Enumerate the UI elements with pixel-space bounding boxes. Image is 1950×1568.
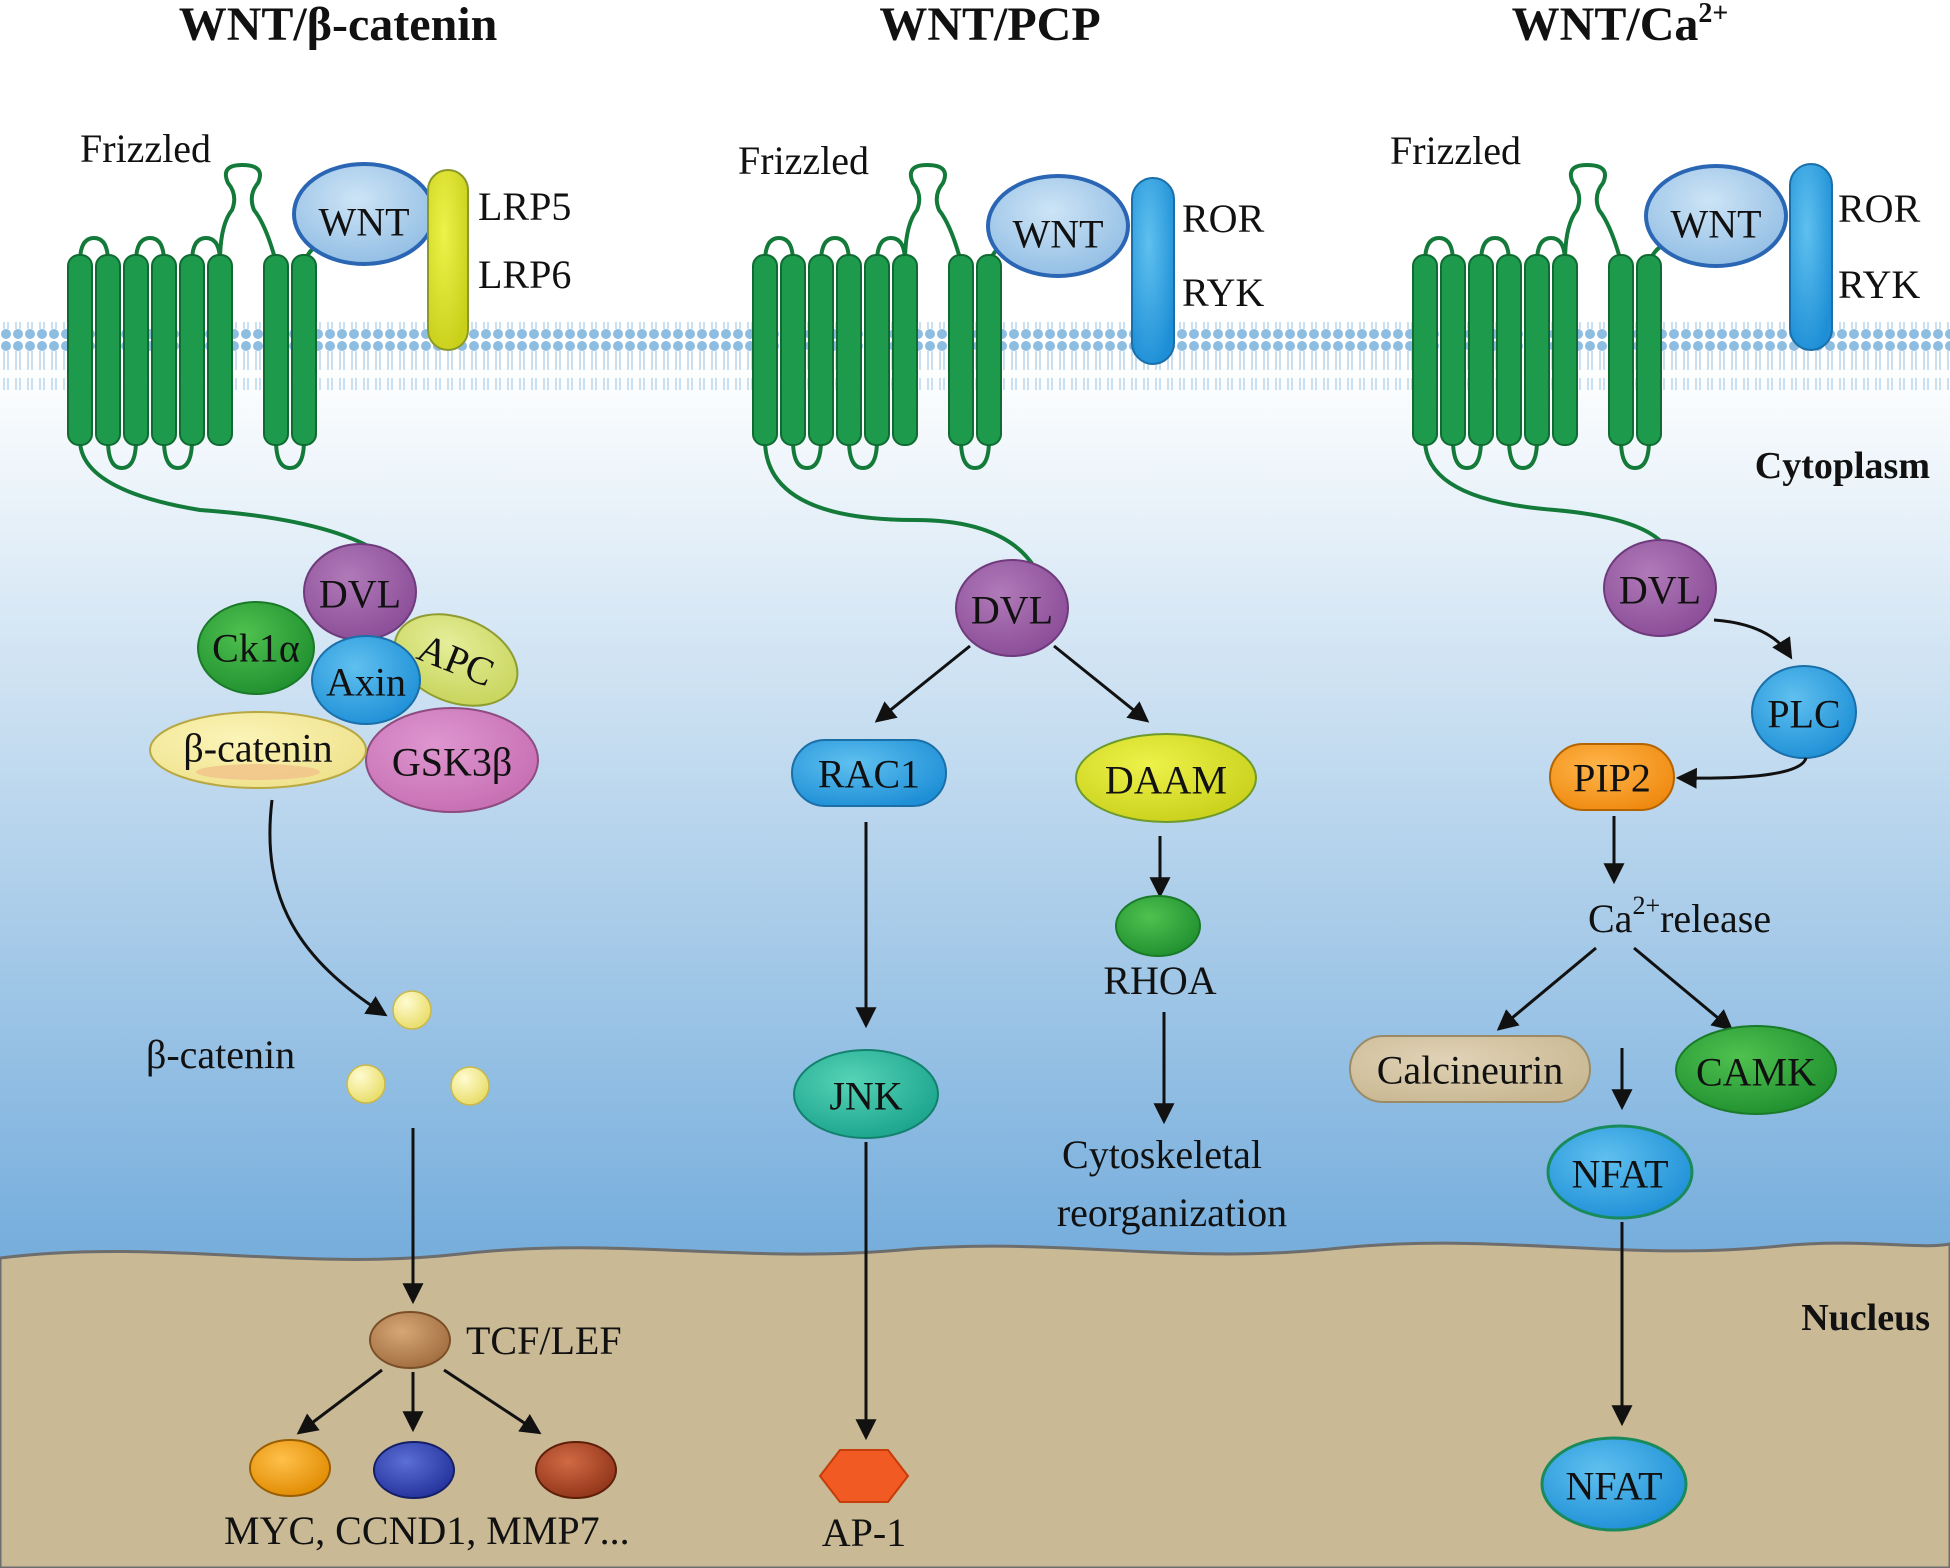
rac1-node — [791, 739, 947, 807]
cytoskeletal-label-1: Cytoskeletal — [1062, 1132, 1262, 1177]
bcatenin-highlight — [196, 764, 320, 780]
wnt-ligand-3 — [1644, 164, 1788, 268]
ror-ryk-coreceptor-3 — [1789, 163, 1833, 351]
rhoa-node — [1115, 895, 1201, 957]
gsk3b-label: GSK3β — [392, 740, 512, 785]
axin-node — [311, 635, 421, 725]
ryk-label-3: RYK — [1838, 262, 1920, 307]
pip2-label: PIP2 — [1573, 756, 1651, 801]
pip2-node — [1549, 743, 1675, 811]
wnt-ligand-2 — [986, 174, 1130, 278]
daam-label: DAAM — [1105, 758, 1227, 803]
gsk3b-node — [365, 707, 539, 813]
frizzled-receptor-1 — [67, 162, 392, 562]
wnt-label-2: WNT — [1012, 212, 1103, 257]
title-pcp: WNT/PCP — [879, 0, 1100, 51]
rac1-label: RAC1 — [818, 752, 920, 797]
bcat-ball-2 — [346, 1064, 386, 1104]
wnt-label-3: WNT — [1670, 202, 1761, 247]
nfat-cytoplasm-node — [1546, 1124, 1694, 1220]
title-calcium: WNT/Ca2+ — [1512, 0, 1729, 51]
dvl-node-3 — [1603, 539, 1717, 637]
frizzled-label-2: Frizzled — [738, 138, 869, 183]
bcatenin-complex-label: β-catenin — [183, 726, 332, 771]
panel-pcp: Frizzled WNT ROR RYK DVL — [738, 138, 1287, 1555]
cytoskeletal-label-2: reorganization — [1057, 1190, 1287, 1235]
myc-gene-icon — [249, 1439, 331, 1497]
arrow-ca-to-camk — [1633, 946, 1734, 1031]
plc-label: PLC — [1767, 692, 1840, 737]
dvl-node-2 — [955, 559, 1069, 657]
ap1-label: AP-1 — [822, 1510, 906, 1555]
target-genes-label: MYC, CCND1, MMP7... — [224, 1508, 630, 1553]
nfat-nucleus-label: NFAT — [1565, 1464, 1662, 1509]
ccnd1-gene-icon — [373, 1441, 455, 1499]
arrow-plc-to-pip2 — [1675, 757, 1808, 789]
lrp6-label: LRP6 — [478, 252, 571, 297]
dvl-label-1: DVL — [319, 572, 401, 617]
daam-node — [1075, 733, 1257, 823]
jnk-node — [793, 1049, 939, 1139]
nfat-nucleus-node — [1540, 1436, 1688, 1532]
free-bcatenin-label: β-catenin — [146, 1032, 295, 1077]
title-canonical: WNT/β-catenin — [179, 0, 498, 51]
bcat-ball-1 — [392, 990, 432, 1030]
apc-node — [393, 613, 519, 707]
tcf-lef-node — [369, 1311, 451, 1369]
frizzled-label-1: Frizzled — [80, 126, 211, 171]
frizzled-receptor-2 — [752, 162, 1053, 570]
calcineurin-label: Calcineurin — [1377, 1048, 1564, 1093]
frizzled-receptor-3 — [1412, 162, 1713, 550]
dvl-label-3: DVL — [1619, 568, 1701, 613]
arrow-dvl-to-daam — [1053, 644, 1150, 723]
wnt-label-1: WNT — [318, 200, 409, 245]
cytoplasm-region — [0, 360, 1950, 1260]
arrow-dvl-to-rac1 — [874, 644, 971, 723]
dvl-label-2: DVL — [971, 588, 1053, 633]
jnk-label: JNK — [829, 1074, 902, 1119]
bcat-ball-3 — [450, 1066, 490, 1106]
nucleus-region — [0, 1241, 1950, 1568]
arrow-tcf-to-myc — [296, 1368, 383, 1435]
calcineurin-node — [1349, 1035, 1591, 1103]
arrow-ca-to-calcineurin — [1496, 946, 1597, 1031]
arrow-dvl-to-plc — [1713, 618, 1793, 660]
ck1a-label: Ck1α — [212, 626, 300, 671]
lrp-coreceptor — [427, 169, 469, 351]
nfat-cytoplasm-label: NFAT — [1571, 1152, 1668, 1197]
lrp5-label: LRP5 — [478, 184, 571, 229]
ap1-hexagon-icon — [818, 1449, 910, 1503]
nucleus-label: Nucleus — [1801, 1297, 1930, 1339]
camk-node — [1675, 1025, 1837, 1115]
mmp7-gene-icon — [535, 1441, 617, 1499]
ror-ryk-coreceptor-2 — [1131, 177, 1175, 365]
tcf-lef-label: TCF/LEF — [466, 1318, 622, 1363]
frizzled-label-3: Frizzled — [1390, 128, 1521, 173]
ryk-label-2: RYK — [1182, 270, 1264, 315]
arrow-tcf-to-mmp7 — [443, 1368, 542, 1435]
panel-calcium: Frizzled WNT ROR RYK DVL — [1349, 128, 1921, 1532]
axin-label: Axin — [326, 660, 406, 705]
ror-label-3: ROR — [1838, 186, 1921, 231]
arrow-complex-to-bcat — [268, 799, 388, 1017]
ck1a-node — [197, 601, 315, 695]
camk-label: CAMK — [1696, 1050, 1816, 1095]
cytoplasm-label: Cytoplasm — [1755, 445, 1930, 487]
ror-label-2: ROR — [1182, 196, 1265, 241]
plc-node — [1751, 665, 1857, 759]
rhoa-label: RHOA — [1103, 958, 1216, 1003]
ca-release-label: Ca2+release — [1588, 891, 1771, 941]
panel-canonical: Frizzled WNT LRP5 LRP6 DVL — [67, 126, 630, 1553]
